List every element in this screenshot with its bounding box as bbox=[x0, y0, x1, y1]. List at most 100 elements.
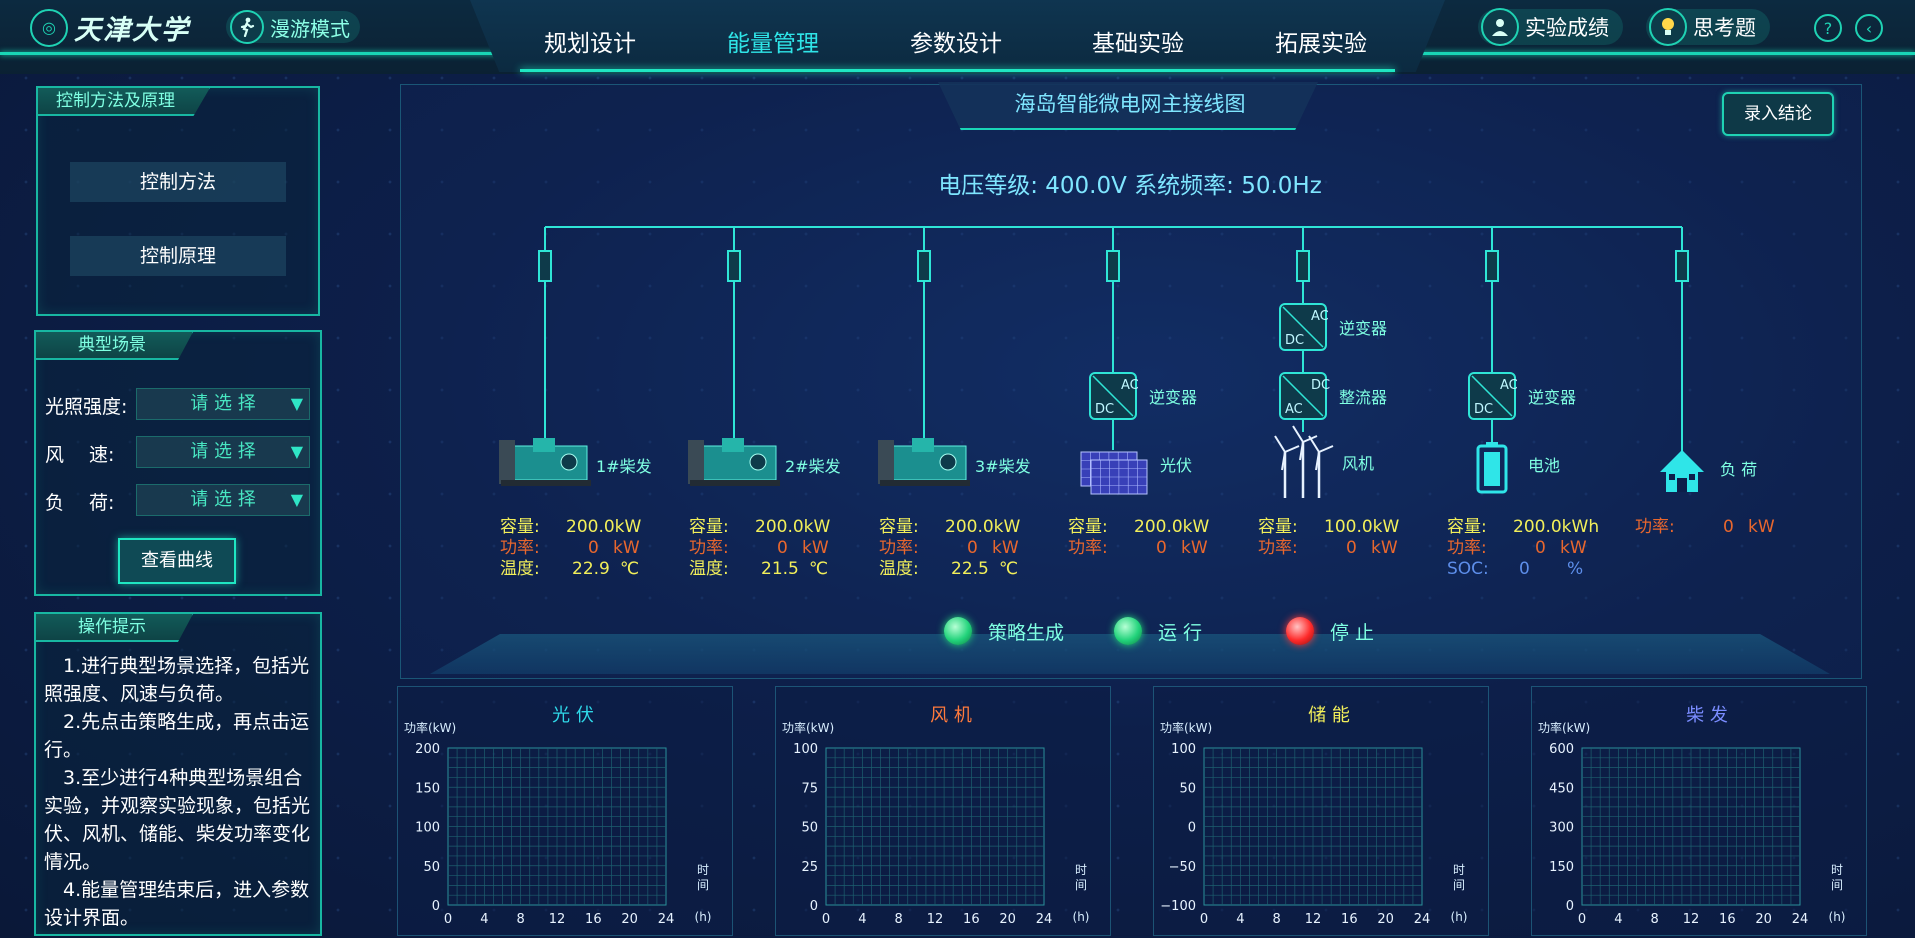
breaker-icon[interactable] bbox=[1296, 250, 1310, 282]
y-tick-label: 0 bbox=[1566, 899, 1574, 914]
unit-row-value: 0 bbox=[777, 538, 788, 558]
unit-row-label: 容量: bbox=[500, 517, 540, 537]
wind-speed-select[interactable]: 请 选 择 ▼ bbox=[136, 436, 310, 468]
roam-mode-button[interactable]: 漫游模式 bbox=[226, 10, 360, 44]
tips-panel-title: 操作提示 bbox=[34, 612, 194, 642]
unit-row-value: 0 bbox=[1535, 538, 1546, 558]
chart-xlabel-unit: (h) bbox=[1451, 910, 1468, 924]
breaker-icon[interactable] bbox=[727, 250, 741, 282]
unit-name: 3#柴发 bbox=[975, 457, 1031, 476]
wind-speed-value: 请 选 择 bbox=[190, 441, 256, 462]
breaker-icon[interactable] bbox=[917, 250, 931, 282]
solar-panel-icon[interactable] bbox=[1080, 451, 1148, 495]
unit-row-label: 容量: bbox=[1068, 517, 1108, 537]
load-select[interactable]: 请 选 择▼ bbox=[136, 484, 310, 516]
unit-row-unit: % bbox=[1567, 559, 1583, 579]
chart-xlabel-char: 间 bbox=[697, 878, 709, 892]
chart-title: 柴 发 bbox=[1686, 705, 1728, 726]
chart-xlabel-char: 间 bbox=[1831, 878, 1843, 892]
unit-row-value: 22.9 bbox=[572, 559, 610, 579]
control-panel-title: 控制方法及原理 bbox=[36, 86, 211, 116]
converter-label: 逆变器 bbox=[1149, 388, 1197, 407]
unit-name: 光伏 bbox=[1160, 456, 1192, 475]
x-tick-label: 24 bbox=[1036, 912, 1053, 927]
converter-top-label: AC bbox=[1500, 378, 1518, 393]
x-tick-label: 12 bbox=[927, 912, 944, 927]
unit-row-label: 功率: bbox=[879, 538, 919, 558]
breaker-icon[interactable] bbox=[1675, 250, 1689, 282]
tab-parameter-design[interactable]: 参数设计 bbox=[910, 31, 1002, 57]
strategy-generate-button[interactable]: 策略生成 bbox=[944, 617, 1064, 645]
view-curve-button[interactable]: 查看曲线 bbox=[118, 538, 236, 584]
chart-xlabel-char: 时 bbox=[1075, 863, 1087, 877]
converter-bottom-label: DC bbox=[1285, 333, 1304, 348]
y-tick-label: −50 bbox=[1169, 860, 1196, 875]
light-intensity-select[interactable]: 请 选 择▼ bbox=[136, 388, 310, 420]
wind-turbine-icon[interactable] bbox=[1274, 425, 1334, 498]
x-tick-label: 4 bbox=[1614, 912, 1622, 927]
y-tick-label: 200 bbox=[415, 742, 440, 757]
converter-top-label: AC bbox=[1121, 378, 1139, 393]
tab-energy-management[interactable]: 能量管理 bbox=[727, 31, 819, 57]
chart-ylabel: 功率(kW) bbox=[1538, 720, 1590, 735]
stop-button[interactable]: 停 止 bbox=[1286, 617, 1374, 645]
diesel-generator-icon[interactable] bbox=[688, 438, 780, 486]
chart-ylabel: 功率(kW) bbox=[1160, 720, 1212, 735]
chart-xlabel-char: 时 bbox=[1831, 863, 1843, 877]
breaker-icon[interactable] bbox=[538, 250, 552, 282]
x-tick-label: 8 bbox=[895, 912, 903, 927]
thinking-questions-label: 思考题 bbox=[1693, 16, 1756, 40]
y-tick-label: 25 bbox=[801, 860, 818, 875]
unit-row-value: 200.0kWh bbox=[1513, 517, 1599, 537]
load-value: 请 选 择 bbox=[190, 489, 256, 510]
diesel-generator-icon[interactable] bbox=[878, 438, 970, 486]
tip-line: 1.进行典型场景选择，包括光照强度、风速与负荷。 bbox=[44, 655, 310, 705]
tab-extended-experiment[interactable]: 拓展实验 bbox=[1275, 31, 1367, 57]
red-lamp-icon bbox=[1286, 617, 1314, 645]
dropdown-arrow-icon: ▼ bbox=[290, 442, 303, 461]
enter-conclusion-button[interactable]: 录入结论 bbox=[1722, 92, 1834, 136]
unit-row-unit: kW bbox=[992, 538, 1019, 558]
diesel-generator-icon[interactable] bbox=[499, 438, 591, 486]
y-tick-label: 75 bbox=[801, 781, 818, 796]
tip-line: 4.能量管理结束后，进入参数设计界面。 bbox=[44, 879, 310, 929]
breaker-icon[interactable] bbox=[1106, 250, 1120, 282]
thinking-questions-button[interactable]: 思考题 bbox=[1646, 8, 1770, 46]
control-principle-button[interactable]: 控制原理 bbox=[70, 236, 286, 276]
breaker-icon[interactable] bbox=[1485, 250, 1499, 282]
unit-row-value: 0 bbox=[967, 538, 978, 558]
unit-row-value: 0 bbox=[1346, 538, 1357, 558]
x-tick-label: 12 bbox=[549, 912, 566, 927]
unit-row-value: 200.0kW bbox=[1134, 517, 1210, 537]
diagram-title-plate bbox=[938, 82, 1318, 130]
tab-planning-design[interactable]: 规划设计 bbox=[544, 31, 636, 57]
unit-row-label: 功率: bbox=[1068, 538, 1108, 558]
x-tick-label: 20 bbox=[1755, 912, 1772, 927]
tab-basic-experiment[interactable]: 基础实验 bbox=[1092, 31, 1184, 57]
y-tick-label: 50 bbox=[423, 860, 440, 875]
control-method-button[interactable]: 控制方法 bbox=[70, 162, 286, 202]
back-icon[interactable]: ‹ bbox=[1855, 14, 1883, 42]
house-load-icon[interactable] bbox=[1660, 450, 1704, 492]
tip-line: 2.先点击策略生成，再点击运行。 bbox=[44, 711, 310, 761]
help-icon[interactable]: ? bbox=[1814, 14, 1842, 42]
y-tick-label: 100 bbox=[1171, 742, 1196, 757]
y-tick-label: 100 bbox=[793, 742, 818, 757]
scenario-panel-title: 典型场景 bbox=[34, 330, 194, 360]
user-icon bbox=[1481, 8, 1519, 46]
experiment-score-button[interactable]: 实验成绩 bbox=[1478, 8, 1623, 46]
chart-title: 储 能 bbox=[1308, 705, 1350, 726]
x-tick-label: 0 bbox=[1578, 912, 1586, 927]
x-tick-label: 20 bbox=[999, 912, 1016, 927]
unit-row-label: 温度: bbox=[689, 559, 729, 579]
chart-ylabel: 功率(kW) bbox=[782, 720, 834, 735]
y-tick-label: 150 bbox=[415, 781, 440, 796]
x-tick-label: 12 bbox=[1305, 912, 1322, 927]
unit-row-value: 200.0kW bbox=[755, 517, 831, 537]
battery-icon[interactable] bbox=[1476, 442, 1508, 494]
unit-row-label: 容量: bbox=[879, 517, 919, 537]
run-button[interactable]: 运 行 bbox=[1114, 617, 1202, 645]
converter-diagonal bbox=[1282, 306, 1324, 348]
